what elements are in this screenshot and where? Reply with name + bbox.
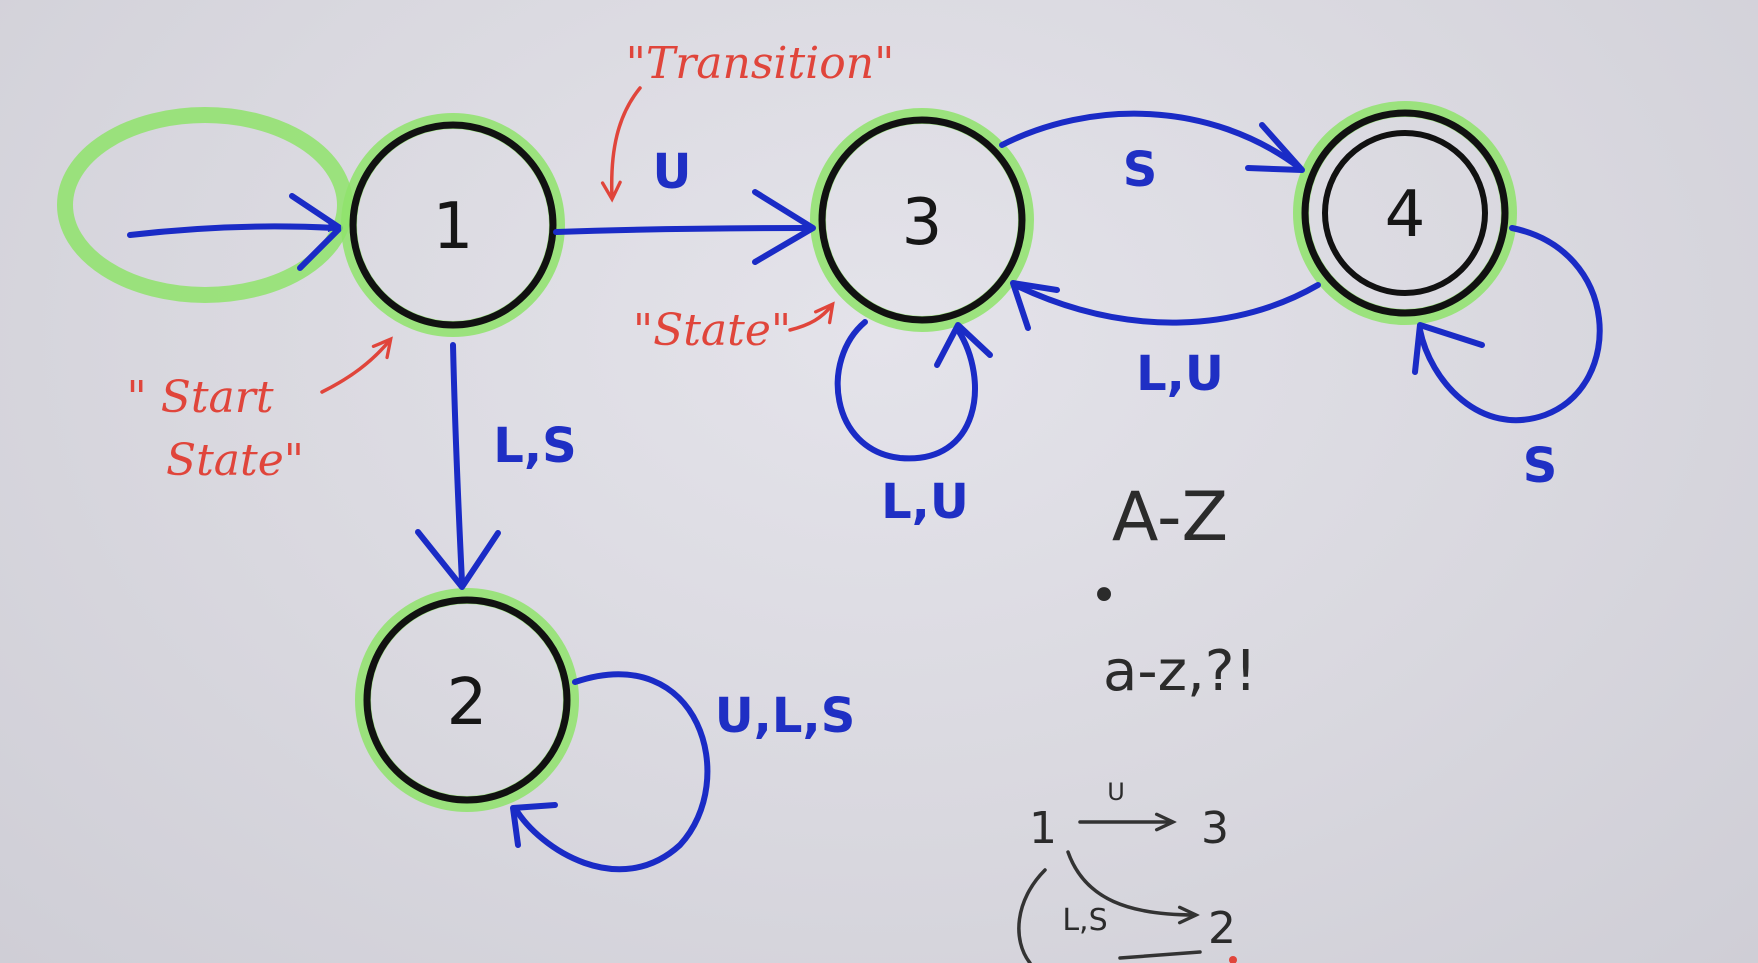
note-arrow-bottom — [1118, 950, 1202, 960]
self-loop-state-2-label: U,L,S — [715, 688, 856, 744]
state-4-label: 4 — [1385, 178, 1426, 252]
self-loop-state-2-arrowhead — [510, 802, 558, 848]
state-2-node: 2 — [355, 588, 579, 812]
note-bracket — [1017, 868, 1047, 963]
self-loop-state-3-arrowhead — [934, 322, 993, 368]
transition-3-to-4-arrowhead — [1245, 122, 1305, 173]
note-ls-label: L,S — [1062, 903, 1107, 938]
legend-uppercase: A-Z — [1112, 478, 1228, 557]
annotation-transition-pointer — [612, 86, 642, 198]
start-arrow-head — [289, 193, 343, 271]
state-1-label: 1 — [433, 190, 474, 264]
transition-3-to-4-label: S — [1123, 142, 1158, 198]
transition-4-to-3-label: L,U — [1136, 346, 1224, 402]
state-4-inner-circle — [1322, 130, 1488, 296]
note-state-2: 2 — [1208, 903, 1236, 954]
transition-4-to-3 — [1012, 282, 1321, 326]
annotation-state-pointer — [788, 305, 832, 332]
legend-lowercase: a-z,?! — [1103, 639, 1257, 704]
state-3-circle — [818, 116, 1026, 324]
self-loop-state-4-arrowhead — [1412, 322, 1485, 375]
annotation-transition: "Transition" — [626, 38, 895, 89]
state-4-halo — [1293, 101, 1517, 325]
note-red-dot — [1229, 956, 1237, 963]
state-3-label: 3 — [902, 186, 943, 260]
transition-1-to-2-label: L,S — [493, 418, 576, 474]
transition-1-to-2 — [450, 342, 465, 585]
self-loop-state-3-label: L,U — [881, 474, 969, 530]
start-arrow — [127, 226, 338, 238]
state-2-label: 2 — [447, 666, 488, 740]
transition-1-to-3 — [553, 225, 811, 235]
transition-1-to-3-arrowhead — [752, 189, 816, 265]
transition-1-to-3-label: U — [653, 144, 692, 200]
transition-3-to-4 — [999, 110, 1303, 171]
note-u-label: U — [1107, 778, 1125, 806]
annotation-state: "State" — [633, 305, 791, 356]
state-4-outer-circle — [1301, 109, 1509, 317]
state-2-circle — [363, 596, 571, 804]
self-loop-state-2 — [512, 671, 711, 873]
state-2-halo — [355, 588, 579, 812]
self-loop-state-4 — [1417, 225, 1603, 424]
state-3-node: 3 — [810, 108, 1034, 332]
state-4-node: 4 — [1293, 101, 1517, 325]
annotation-start-state-pointer — [320, 340, 390, 394]
state-1-node: 1 — [341, 113, 565, 337]
transition-1-to-2-arrowhead — [415, 529, 501, 590]
note-arrow-1-to-2 — [1066, 850, 1195, 915]
state-1-halo — [341, 113, 565, 337]
note-state-3: 3 — [1201, 803, 1229, 854]
annotation-start-state-line2: State" — [166, 435, 304, 486]
transition-4-to-3-arrowhead — [1010, 280, 1060, 331]
annotation-start-state-line1: " Start — [127, 372, 274, 423]
state-3-halo — [810, 108, 1034, 332]
self-loop-state-3 — [834, 319, 978, 462]
note-state-1: 1 — [1029, 803, 1057, 854]
legend-dot: • — [1090, 568, 1118, 624]
self-loop-state-4-label: S — [1523, 438, 1558, 494]
state-1-circle — [349, 121, 557, 329]
